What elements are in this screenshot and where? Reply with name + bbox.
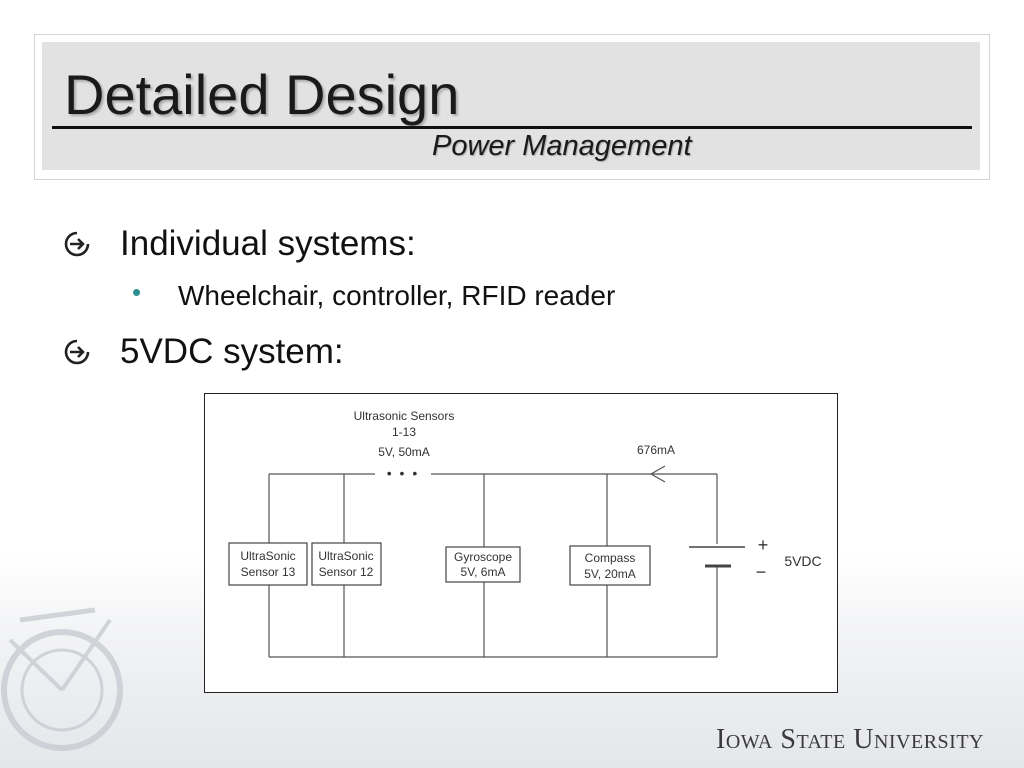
arrow-circle-icon: [64, 339, 90, 365]
arrow-circle-icon: [64, 231, 90, 257]
bullet-individual-systems: Individual systems:: [64, 222, 416, 266]
box-sensor-12: [311, 542, 382, 586]
slide-subtitle: Power Management: [432, 130, 692, 162]
gyroscope-line1: Gyroscope: [454, 550, 512, 564]
dot-icon: •: [132, 277, 142, 307]
sensor-12-line2: Sensor 12: [319, 565, 374, 579]
title-underline: [52, 126, 972, 129]
sensor-13-line2: Sensor 13: [241, 565, 296, 579]
header-box: [42, 42, 980, 170]
compass-line1: Compass: [585, 551, 636, 565]
bullet-5vdc-system: 5VDC system:: [64, 330, 344, 374]
sensor-13-line1: UltraSonic: [240, 549, 295, 563]
sensor-12-line1: UltraSonic: [318, 549, 373, 563]
battery-plus: +: [758, 535, 769, 555]
university-logo: Iowa State University: [716, 724, 984, 755]
bullet-text: Individual systems:: [120, 224, 416, 263]
compass-line2: 5V, 20mA: [584, 567, 636, 581]
top-label-line1: Ultrasonic Sensors: [354, 409, 455, 423]
box-sensor-13: [228, 542, 308, 586]
ellipsis: • • •: [387, 465, 419, 481]
circuit-diagram: Ultrasonic Sensors 1-13 5V, 50mA • • • 6…: [204, 393, 838, 693]
current-label: 676mA: [637, 443, 675, 457]
box-compass: [569, 545, 651, 586]
bullet-text: 5VDC system:: [120, 332, 344, 371]
battery-label: 5VDC: [784, 553, 821, 569]
top-label-line3: 5V, 50mA: [378, 445, 430, 459]
top-label-line2: 1-13: [392, 425, 416, 439]
gyroscope-line2: 5V, 6mA: [461, 565, 506, 579]
bullet-text: Wheelchair, controller, RFID reader: [178, 280, 616, 311]
circuit-svg: Ultrasonic Sensors 1-13 5V, 50mA • • • 6…: [228, 409, 822, 658]
wheelchair-watermark: [1, 607, 123, 751]
current-arrow-icon: [649, 465, 666, 483]
slide-title: Detailed Design: [64, 63, 460, 126]
battery-minus: −: [756, 562, 767, 582]
box-gyroscope: [445, 546, 521, 583]
sub-bullet-wheelchair: • Wheelchair, controller, RFID reader: [132, 277, 616, 314]
